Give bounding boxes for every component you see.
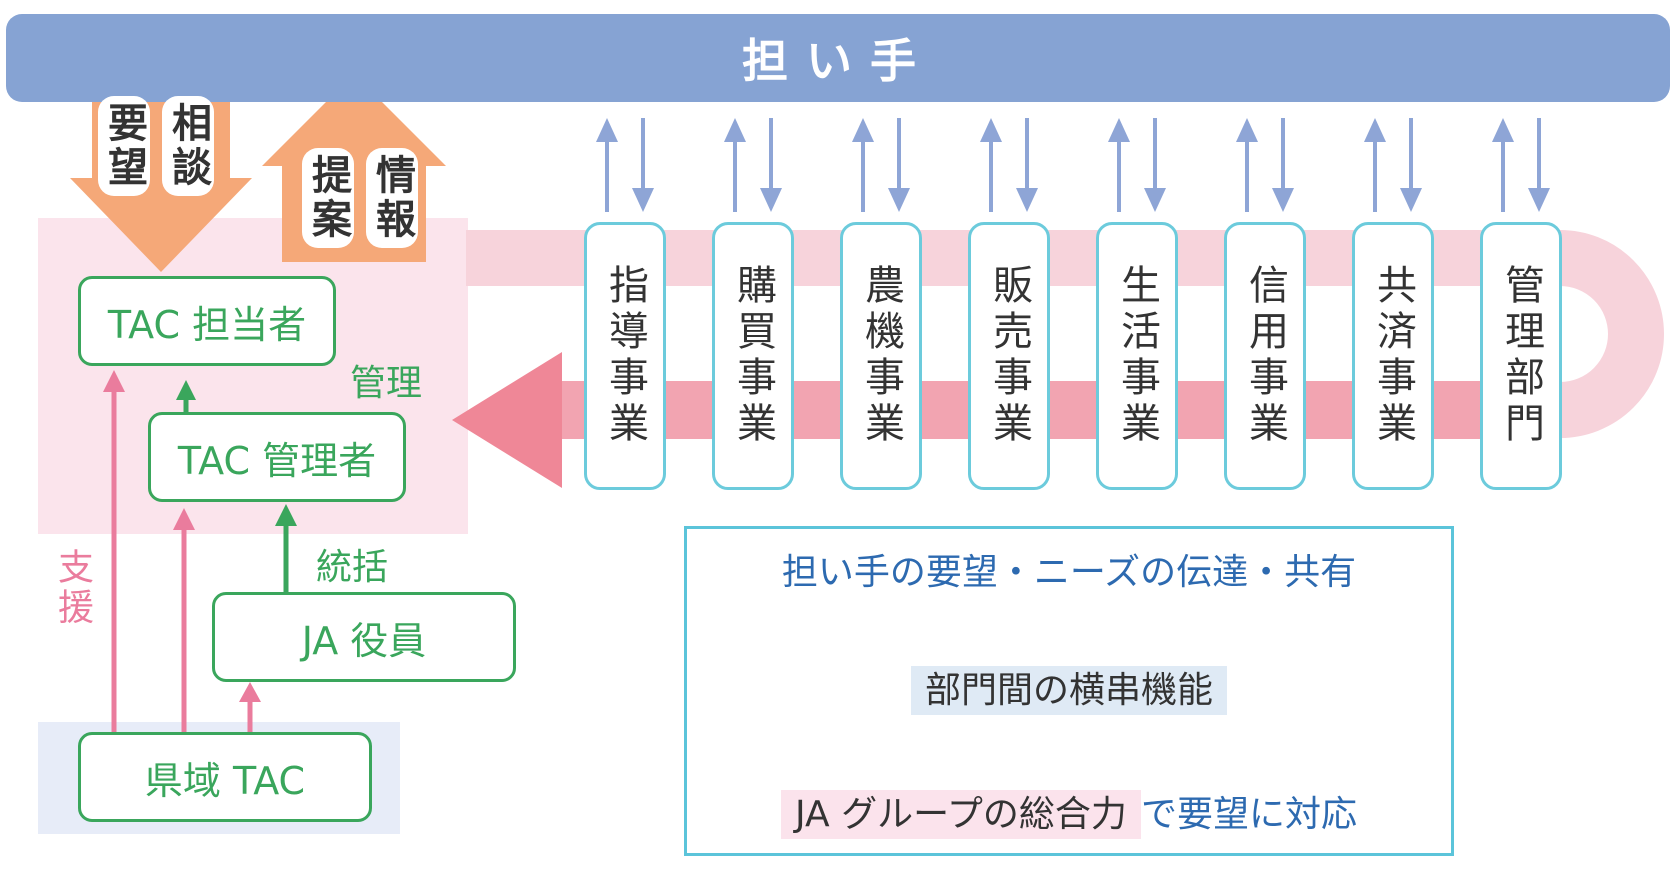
info-line-cross-function: 部門間の横串機能 [687,661,1451,715]
dept-living: 生活事業 [1096,222,1178,490]
dept-farm-machinery: 農機事業 [840,222,922,490]
tac-staff-box: TAC 担当者 [78,276,336,366]
support-arrow-manager-head [173,508,195,530]
down-arrow-head-6 [1400,188,1422,212]
tac-manager-box: TAC 管理者 [148,412,406,502]
top-bar-farmers: 担い手 [6,14,1670,102]
dept-management: 管理部門 [1480,222,1562,490]
down-arrow-head-3 [1016,188,1038,212]
down-arrow-head-5 [1272,188,1294,212]
cross-function-pill: 部門間の横串機能 [910,666,1227,715]
up-arrow-head-5 [1236,118,1258,142]
up-arrow-head-7 [1492,118,1514,142]
label-information: 情報 [366,148,418,248]
label-support: 支援 [52,548,93,628]
label-manage: 管理 [350,363,423,404]
total-power-pill: JA グループの総合力 [781,790,1141,839]
label-oversee: 統括 [316,547,389,588]
info-line-share-needs: 担い手の要望・ニーズの伝達・共有 [781,552,1357,593]
label-consult: 相談 [162,96,214,196]
oversee-connector-head [275,504,297,526]
dept-purchasing: 購買事業 [712,222,794,490]
dept-sales: 販売事業 [968,222,1050,490]
prefectural-tac-box: 県域 TAC [78,732,372,822]
up-arrow-head-3 [980,118,1002,142]
up-arrow-head-4 [1108,118,1130,142]
up-arrow-head-2 [852,118,874,142]
dept-mutual-aid: 共済事業 [1352,222,1434,490]
down-arrow-head-7 [1528,188,1550,212]
up-arrow-head-1 [724,118,746,142]
down-arrow-head-4 [1144,188,1166,212]
dept-guidance: 指導事業 [584,222,666,490]
down-arrow-head-2 [888,188,910,212]
label-proposal: 提案 [302,148,354,248]
support-arrow-staff-head [103,370,125,392]
flow-arrowhead [452,352,562,488]
ja-officer-box: JA 役員 [212,592,516,682]
flow-loop-upper [466,230,1664,438]
manage-connector-head [176,380,196,400]
up-arrow-head-0 [596,118,618,142]
respond-to-requests-text: で要望に対応 [1140,794,1357,835]
label-request: 要望 [98,96,150,196]
info-box: 担い手の要望・ニーズの伝達・共有 部門間の横串機能 JA グループの総合力で要望… [684,526,1454,856]
dept-credit: 信用事業 [1224,222,1306,490]
support-arrow-officer-head [239,682,261,702]
down-arrow-head-1 [760,188,782,212]
department-arrows [596,118,1550,212]
info-line-total-power: JA グループの総合力で要望に対応 [687,785,1451,839]
down-arrow-head-0 [632,188,654,212]
up-arrow-head-6 [1364,118,1386,142]
